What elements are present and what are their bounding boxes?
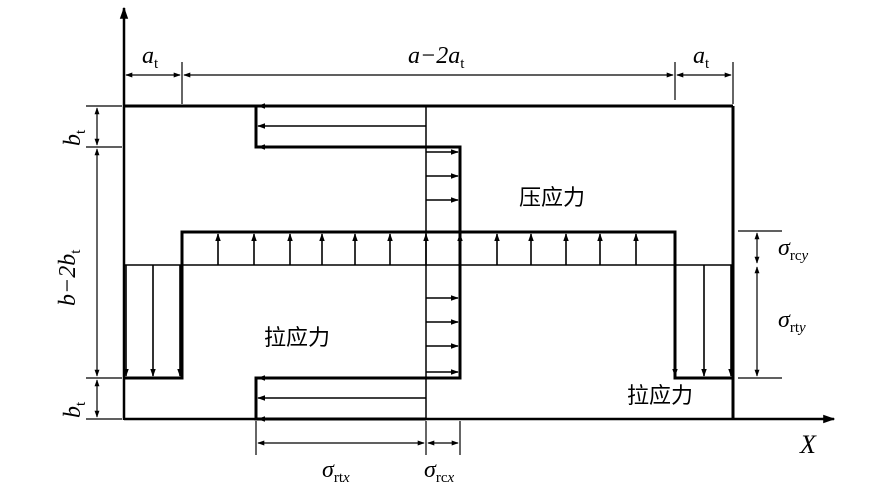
- label-tensile-stress-right: 拉应力: [627, 384, 694, 409]
- label-at-right: at: [693, 43, 710, 72]
- label-a-minus-2at: a−2at: [408, 43, 465, 72]
- x-stress-profile: [254, 104, 462, 421]
- label-compressive-stress: 压应力: [519, 186, 586, 211]
- tensile-arrows-x: [257, 103, 426, 422]
- label-sigma-rtx: σrtx: [322, 457, 350, 486]
- label-bt-bottom: bt: [60, 401, 89, 418]
- y-stress-profile: [124, 230, 733, 380]
- label-sigma-rty: σrty: [778, 307, 806, 336]
- label-tensile-stress-left: 拉应力: [264, 326, 331, 351]
- compressive-arrows-y: [215, 233, 639, 265]
- label-at-left: at: [142, 43, 159, 72]
- label-sigma-rcy: σrcy: [778, 235, 809, 264]
- label-axis-x: X: [800, 430, 816, 459]
- tensile-arrows-y: [123, 265, 734, 377]
- label-sigma-rcx: σrcx: [424, 457, 455, 486]
- label-bt-top: bt: [60, 129, 89, 146]
- compressive-arrows-x: [426, 149, 459, 375]
- label-b-minus-2bt: b−2bt: [55, 249, 84, 306]
